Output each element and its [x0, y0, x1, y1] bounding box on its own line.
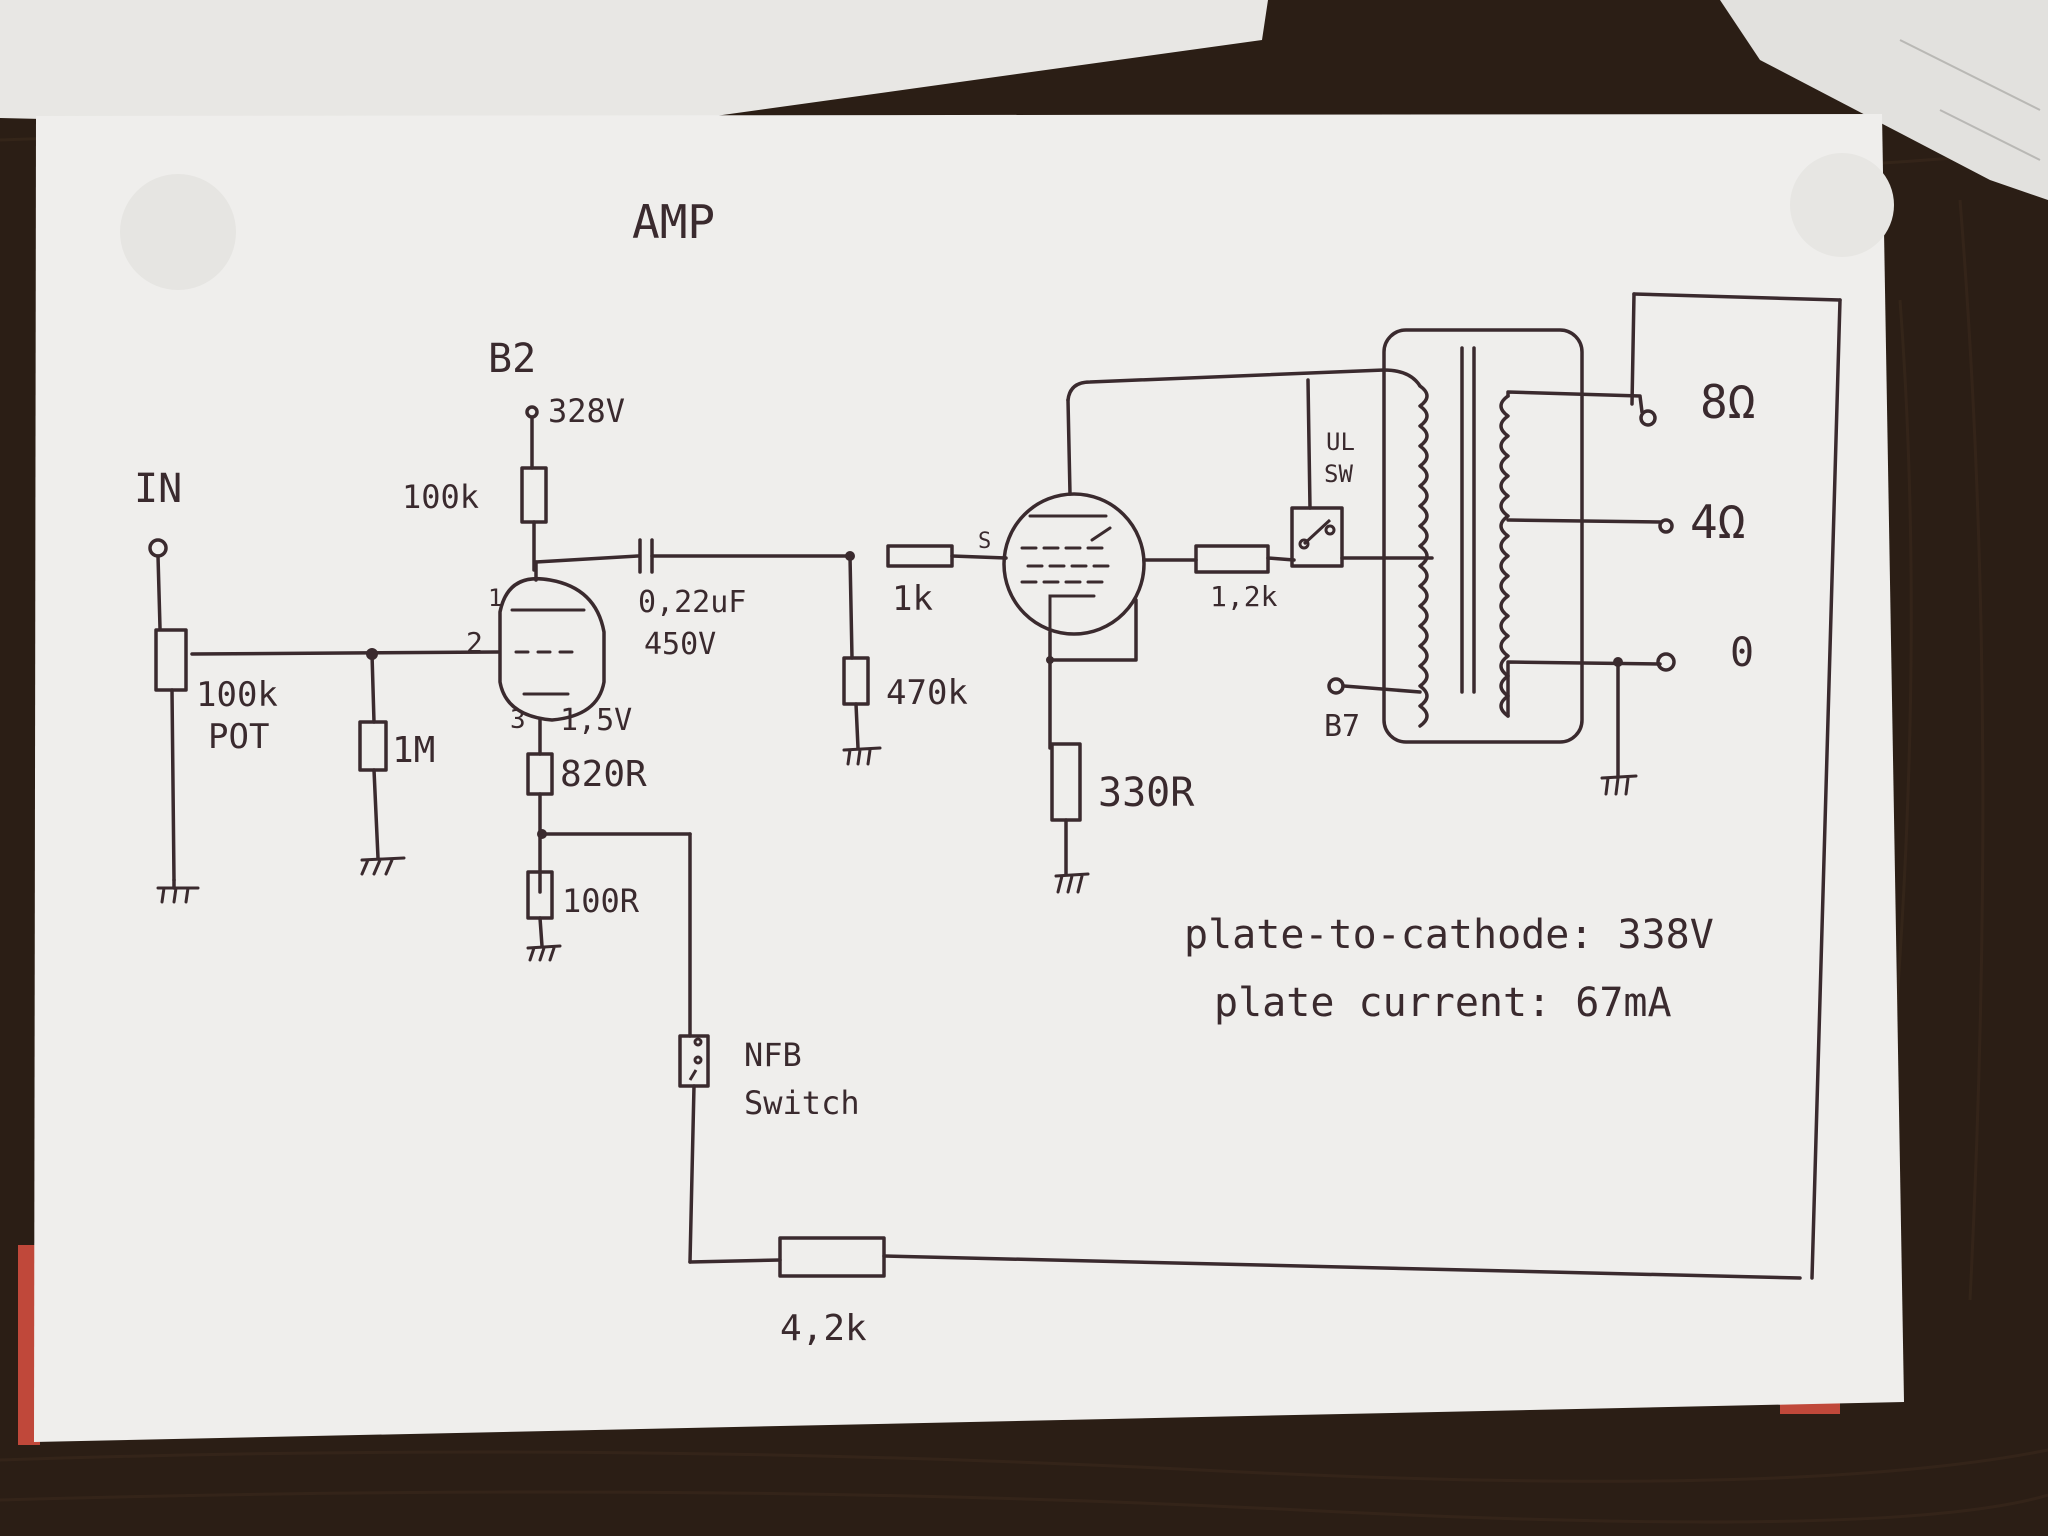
ground-330r — [1054, 872, 1090, 894]
label-pin2: 2 — [466, 626, 483, 659]
label-r-screen: 1,2k — [1210, 580, 1278, 613]
ground-1m — [360, 856, 406, 876]
label-tap-4: 4Ω — [1690, 495, 1745, 549]
background-paper-top — [0, 0, 1268, 132]
label-r-grid: 1M — [392, 730, 435, 771]
label-tap-0: 0 — [1730, 630, 1754, 676]
schematic-wires — [148, 292, 1842, 1280]
title: AMP — [632, 195, 715, 249]
paper-watermark-left — [120, 174, 236, 290]
nfb-switch-internals — [688, 1037, 703, 1081]
label-sw: SW — [1324, 460, 1353, 488]
label-ul: UL — [1326, 428, 1355, 456]
ground-100r — [526, 944, 562, 962]
label-nfb: NFB — [744, 1036, 802, 1074]
ground-470k — [842, 746, 882, 766]
label-cap-voltage: 450V — [644, 627, 716, 662]
ground-output — [1600, 774, 1638, 796]
label-r-plate: 100k — [402, 478, 479, 516]
junction-output-ground — [1613, 657, 1623, 667]
label-tap-8: 8Ω — [1700, 375, 1755, 429]
label-pin-s: S — [978, 529, 991, 554]
background-paper-lines — [1899, 39, 2041, 161]
label-b7: B7 — [1324, 709, 1360, 744]
junction-coupling-node — [845, 551, 855, 561]
label-r-fb-shunt: 100R — [562, 882, 640, 920]
junction-grid-node — [366, 648, 378, 660]
note-plate-current: plate current: 67mA — [1214, 980, 1672, 1026]
label-r-cathode-out: 330R — [1098, 770, 1195, 816]
label-r-cathode: 820R — [560, 754, 647, 795]
pentode-screen-tick — [1090, 526, 1112, 542]
label-cap-value: 0,22uF — [638, 585, 746, 620]
ground-pot — [156, 886, 200, 904]
label-pot-word: POT — [208, 717, 269, 757]
tube-internals — [510, 514, 1112, 696]
label-pin3: 3 — [510, 705, 526, 735]
pentode-cathode — [1048, 594, 1096, 634]
label-pot-value: 100k — [196, 675, 278, 715]
label-pin1: 1 — [488, 584, 502, 612]
background-paper-right — [1720, 0, 2048, 200]
paper-watermark-right — [1790, 153, 1894, 257]
label-r-feedback: 4,2k — [780, 1308, 867, 1349]
schematic-paper — [34, 114, 1904, 1442]
label-cathode-voltage: 1,5V — [560, 703, 632, 738]
label-in: IN — [134, 466, 182, 512]
label-b2: B2 — [488, 336, 536, 382]
schematic-labels: AMP IN B2 328V 100k 100k POT 1M 1 2 3 1,… — [134, 195, 1755, 1349]
junction-feedback-node — [537, 829, 547, 839]
junction-pentode-cathode — [1046, 656, 1054, 664]
ul-switch-internals — [1298, 518, 1336, 550]
note-plate-to-cathode: plate-to-cathode: 338V — [1184, 912, 1714, 958]
label-b2-voltage: 328V — [548, 392, 625, 430]
junction-dots — [366, 551, 1623, 839]
label-r-grid-leak: 470k — [886, 673, 968, 713]
label-nfb-switch: Switch — [744, 1084, 860, 1122]
label-r-grid-stop: 1k — [892, 579, 933, 619]
ground-symbols — [156, 746, 1638, 962]
